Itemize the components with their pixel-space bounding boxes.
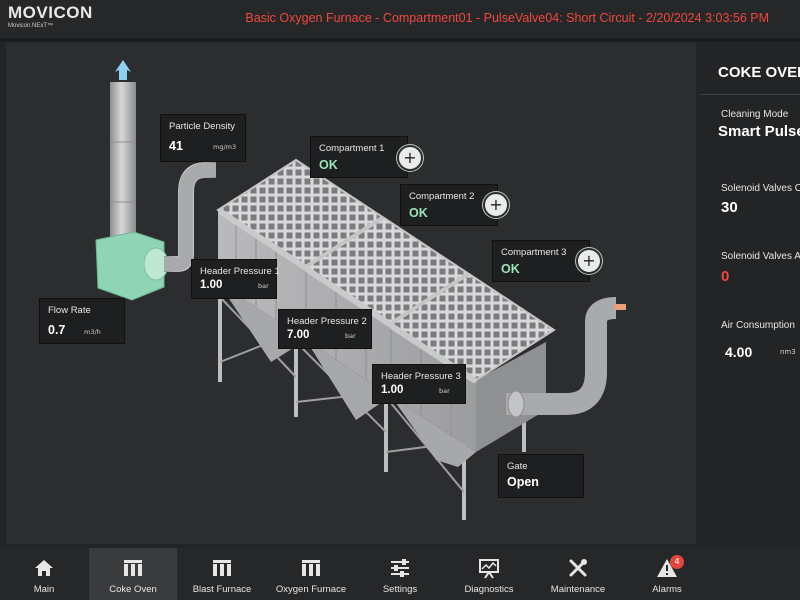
nav-coke-oven[interactable]: Coke Oven (89, 548, 177, 600)
compartment-1-card: Compartment 1 OK (310, 136, 408, 178)
compartment-2-status: OK (409, 206, 428, 220)
tools-icon (569, 559, 587, 577)
process-scene: Particle Density 41 mg/m3 Flow Rate 0.7 … (6, 42, 696, 544)
nav-maintenance-label: Maintenance (550, 584, 606, 595)
nav-blast-furnace-label: Blast Furnace (192, 584, 252, 595)
nav-alarms[interactable]: 4 Alarms (623, 548, 711, 600)
compartment-1-add-button[interactable]: + (397, 145, 423, 171)
nav-oxygen-furnace-label: Oxygen Furnace (275, 584, 347, 595)
solenoid-alarm-label: Solenoid Valves Alarm (721, 251, 800, 262)
flow-rate-value: 0.7 (48, 323, 66, 337)
home-icon (35, 560, 53, 576)
fan-housing (95, 231, 165, 301)
nav-coke-oven-label: Coke Oven (109, 584, 157, 595)
compartment-3-card: Compartment 3 OK (492, 240, 590, 282)
alarms-count-badge: 4 (670, 555, 684, 569)
header-pressure-3-unit: bar (439, 387, 450, 395)
furnace-icon (124, 560, 142, 576)
panel-divider (700, 94, 800, 95)
particle-density-card: Particle Density 41 mg/m3 (160, 114, 246, 162)
alarm-banner[interactable]: Basic Oxygen Furnace - Compartment01 - P… (245, 11, 769, 25)
flow-rate-card: Flow Rate 0.7 m3/h (39, 298, 125, 344)
side-panel: COKE OVEN Cleaning Mode Smart Pulse Sole… (700, 42, 800, 544)
header-pressure-3-value: 1.00 (381, 384, 404, 396)
particle-density-value: 41 (169, 139, 183, 153)
top-bar: Movicon Movicon.NExT™ Basic Oxygen Furna… (0, 0, 800, 38)
solenoid-alarm-value: 0 (721, 268, 730, 285)
sliders-icon (391, 559, 409, 577)
header-pressure-2-unit: bar (345, 332, 356, 340)
header-pressure-3-label: Header Pressure 3 (381, 371, 461, 382)
compartment-3-status: OK (501, 262, 520, 276)
nav-main-label: Main (33, 584, 55, 595)
exhaust-arrow-icon (115, 60, 131, 80)
solenoid-ok-label: Solenoid Valves OK (721, 183, 800, 194)
solenoid-ok-value: 30 (721, 199, 738, 216)
outlet-duct (506, 297, 617, 415)
header-pressure-2-card: Header Pressure 2 7.00 bar (278, 309, 372, 349)
nav-blast-furnace[interactable]: Blast Furnace (178, 548, 266, 600)
gate-label: Gate (507, 461, 528, 472)
logo-subtext: Movicon.NExT™ (8, 23, 54, 29)
header-pressure-2-label: Header Pressure 2 (287, 316, 367, 327)
compartment-3-label: Compartment 3 (501, 247, 567, 258)
flow-rate-label: Flow Rate (48, 305, 91, 316)
compartment-2-card: Compartment 2 OK (400, 184, 498, 226)
gate-card: Gate Open (498, 454, 584, 498)
particle-density-unit: mg/m3 (213, 143, 237, 151)
baghouse-illustration (95, 60, 626, 520)
cleaning-mode-label: Cleaning Mode (721, 109, 789, 120)
nav-alarms-label: Alarms (652, 584, 682, 595)
compartment-1-label: Compartment 1 (319, 143, 385, 154)
gate-status: Open (507, 475, 539, 489)
furnace-icon (213, 560, 231, 576)
particle-density-label: Particle Density (169, 121, 235, 132)
header-pressure-1-card: Header Pressure 1 1.00 bar (191, 259, 280, 299)
compartment-1-status: OK (319, 158, 338, 172)
nav-diagnostics[interactable]: Diagnostics (445, 548, 533, 600)
top-divider (0, 38, 800, 42)
cleaning-mode-value: Smart Pulse (718, 123, 800, 140)
compartment-2-label: Compartment 2 (409, 191, 475, 202)
nav-main[interactable]: Main (0, 548, 88, 600)
logo-text: Movicon (8, 3, 93, 22)
nav-oxygen-furnace[interactable]: Oxygen Furnace (267, 548, 355, 600)
header-pressure-1-value: 1.00 (200, 279, 223, 291)
nav-settings-label: Settings (382, 584, 418, 595)
compartment-3-add-button[interactable]: + (576, 248, 602, 274)
header-pressure-1-unit: bar (258, 282, 269, 290)
warning-icon (657, 559, 677, 577)
nav-maintenance[interactable]: Maintenance (534, 548, 622, 600)
panel-title: COKE OVEN (718, 64, 800, 81)
diagnostics-icon (479, 559, 499, 579)
movicon-logo: Movicon Movicon.NExT™ (8, 3, 93, 30)
air-consumption-label: Air Consumption (721, 320, 795, 331)
bottom-nav: Main Coke Oven Blast Furnace Oxygen Furn… (0, 548, 800, 600)
flow-rate-unit: m3/h (84, 328, 101, 336)
nav-diagnostics-label: Diagnostics (464, 584, 514, 595)
air-consumption-value: 4.00 (725, 344, 753, 360)
compartment-2-add-button[interactable]: + (483, 192, 509, 218)
header-pressure-1-label: Header Pressure 1 (200, 266, 280, 277)
header-pressure-2-value: 7.00 (287, 329, 310, 341)
air-consumption-unit: nm3 (780, 348, 796, 356)
header-pressure-3-card: Header Pressure 3 1.00 bar (372, 364, 466, 404)
nav-settings[interactable]: Settings (356, 548, 444, 600)
furnace-icon (302, 560, 320, 576)
